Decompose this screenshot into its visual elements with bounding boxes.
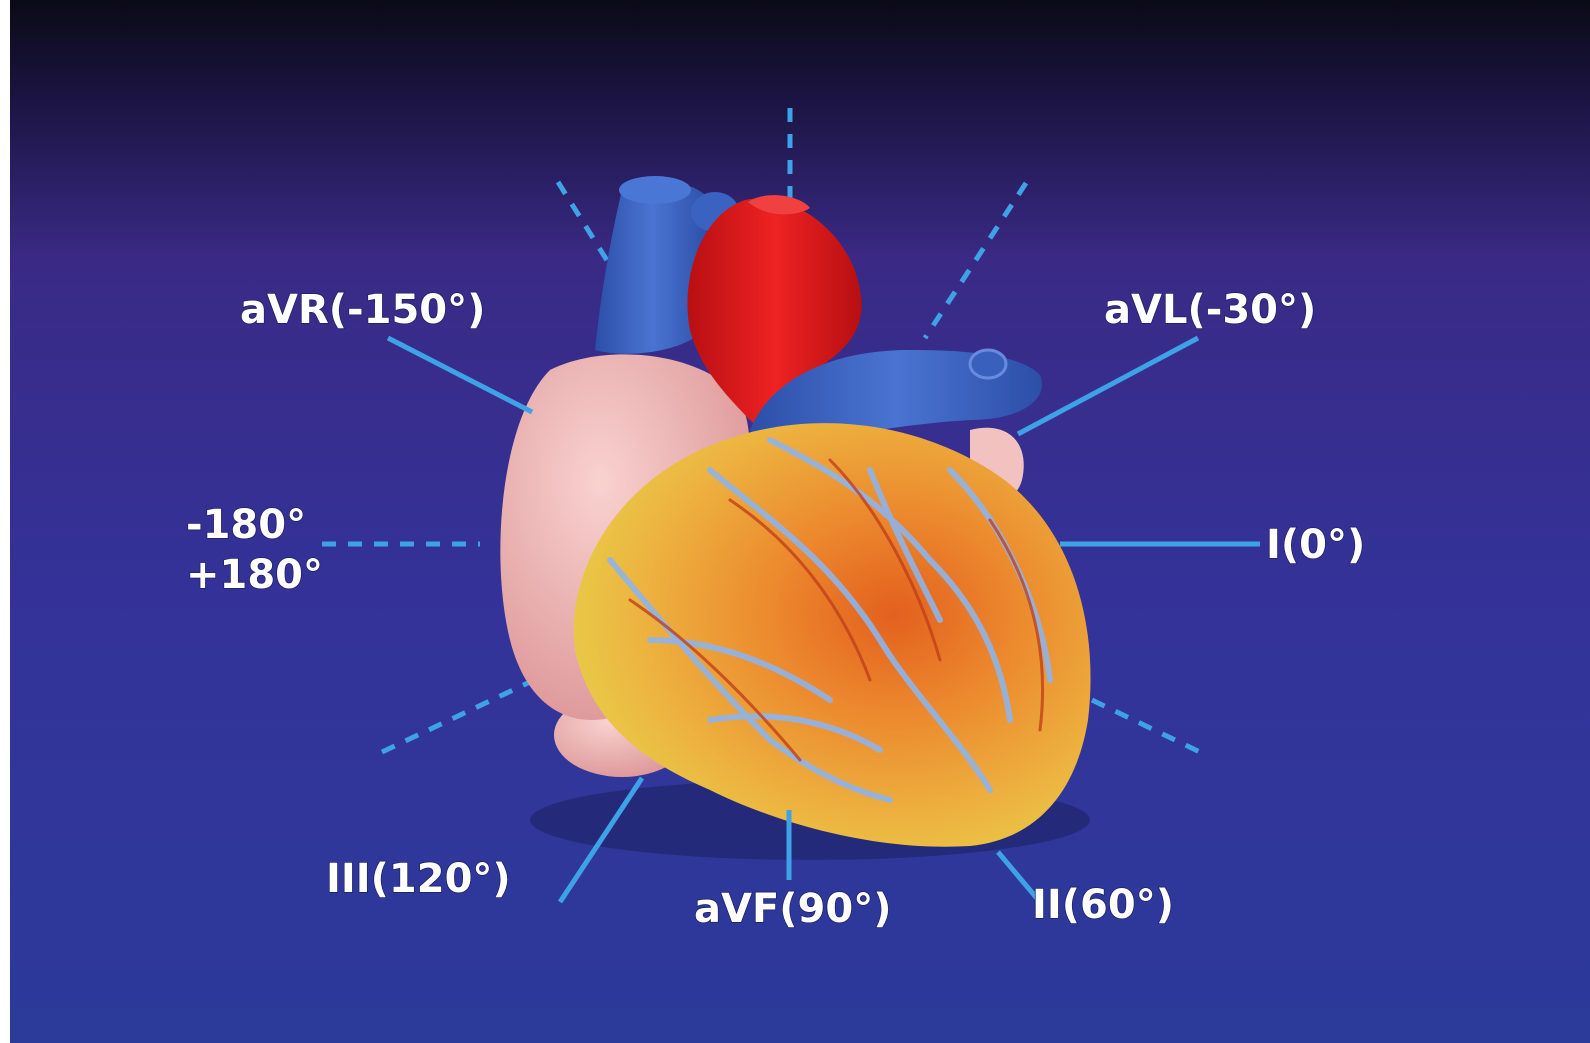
label-lead-i: I(0°): [1266, 522, 1365, 568]
hexaxial-diagram: aVR(-150°) aVL(-30°) I(0°) II(60°) aVF(9…: [10, 0, 1590, 1043]
label-lead-iii: III(120°): [326, 856, 511, 902]
label-avr: aVR(-150°): [240, 287, 485, 333]
label-plus-180: +180°: [186, 552, 323, 598]
label-avf: aVF(90°): [694, 886, 892, 932]
label-lead-ii: II(60°): [1032, 882, 1174, 928]
diagram-stage: aVR(-150°) aVL(-30°) I(0°) II(60°) aVF(9…: [10, 0, 1590, 1043]
label-avl: aVL(-30°): [1104, 287, 1316, 333]
label-minus-180: -180°: [186, 502, 306, 548]
